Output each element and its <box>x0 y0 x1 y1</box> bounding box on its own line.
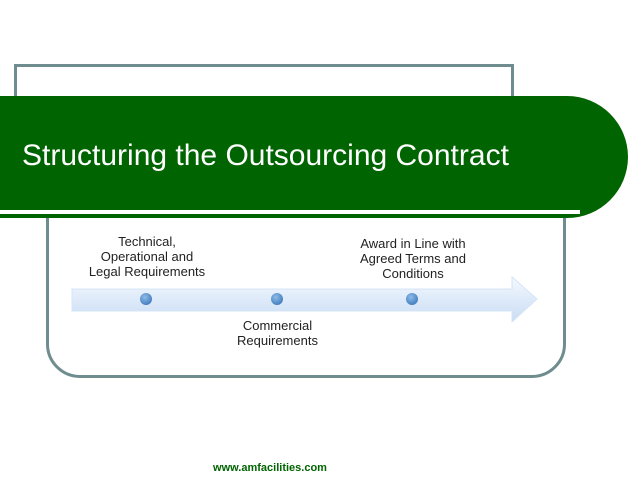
slide-title: Structuring the Outsourcing Contract <box>22 139 509 172</box>
timeline-arrow-body <box>71 275 538 324</box>
title-underline <box>0 210 580 214</box>
footer-website: www.amfacilities.com <box>213 462 327 474</box>
timeline-dot-1 <box>140 293 152 305</box>
title-banner <box>0 96 628 218</box>
timeline-dot-3 <box>406 293 418 305</box>
step-label-commercial: Commercial Requirements <box>237 318 318 348</box>
step-label-award: Award in Line with Agreed Terms and Cond… <box>360 236 466 281</box>
step-label-technical: Technical, Operational and Legal Require… <box>88 234 206 279</box>
timeline-dot-2 <box>271 293 283 305</box>
slide-frame-top <box>14 64 514 104</box>
slide-frame-bottom <box>46 190 566 378</box>
